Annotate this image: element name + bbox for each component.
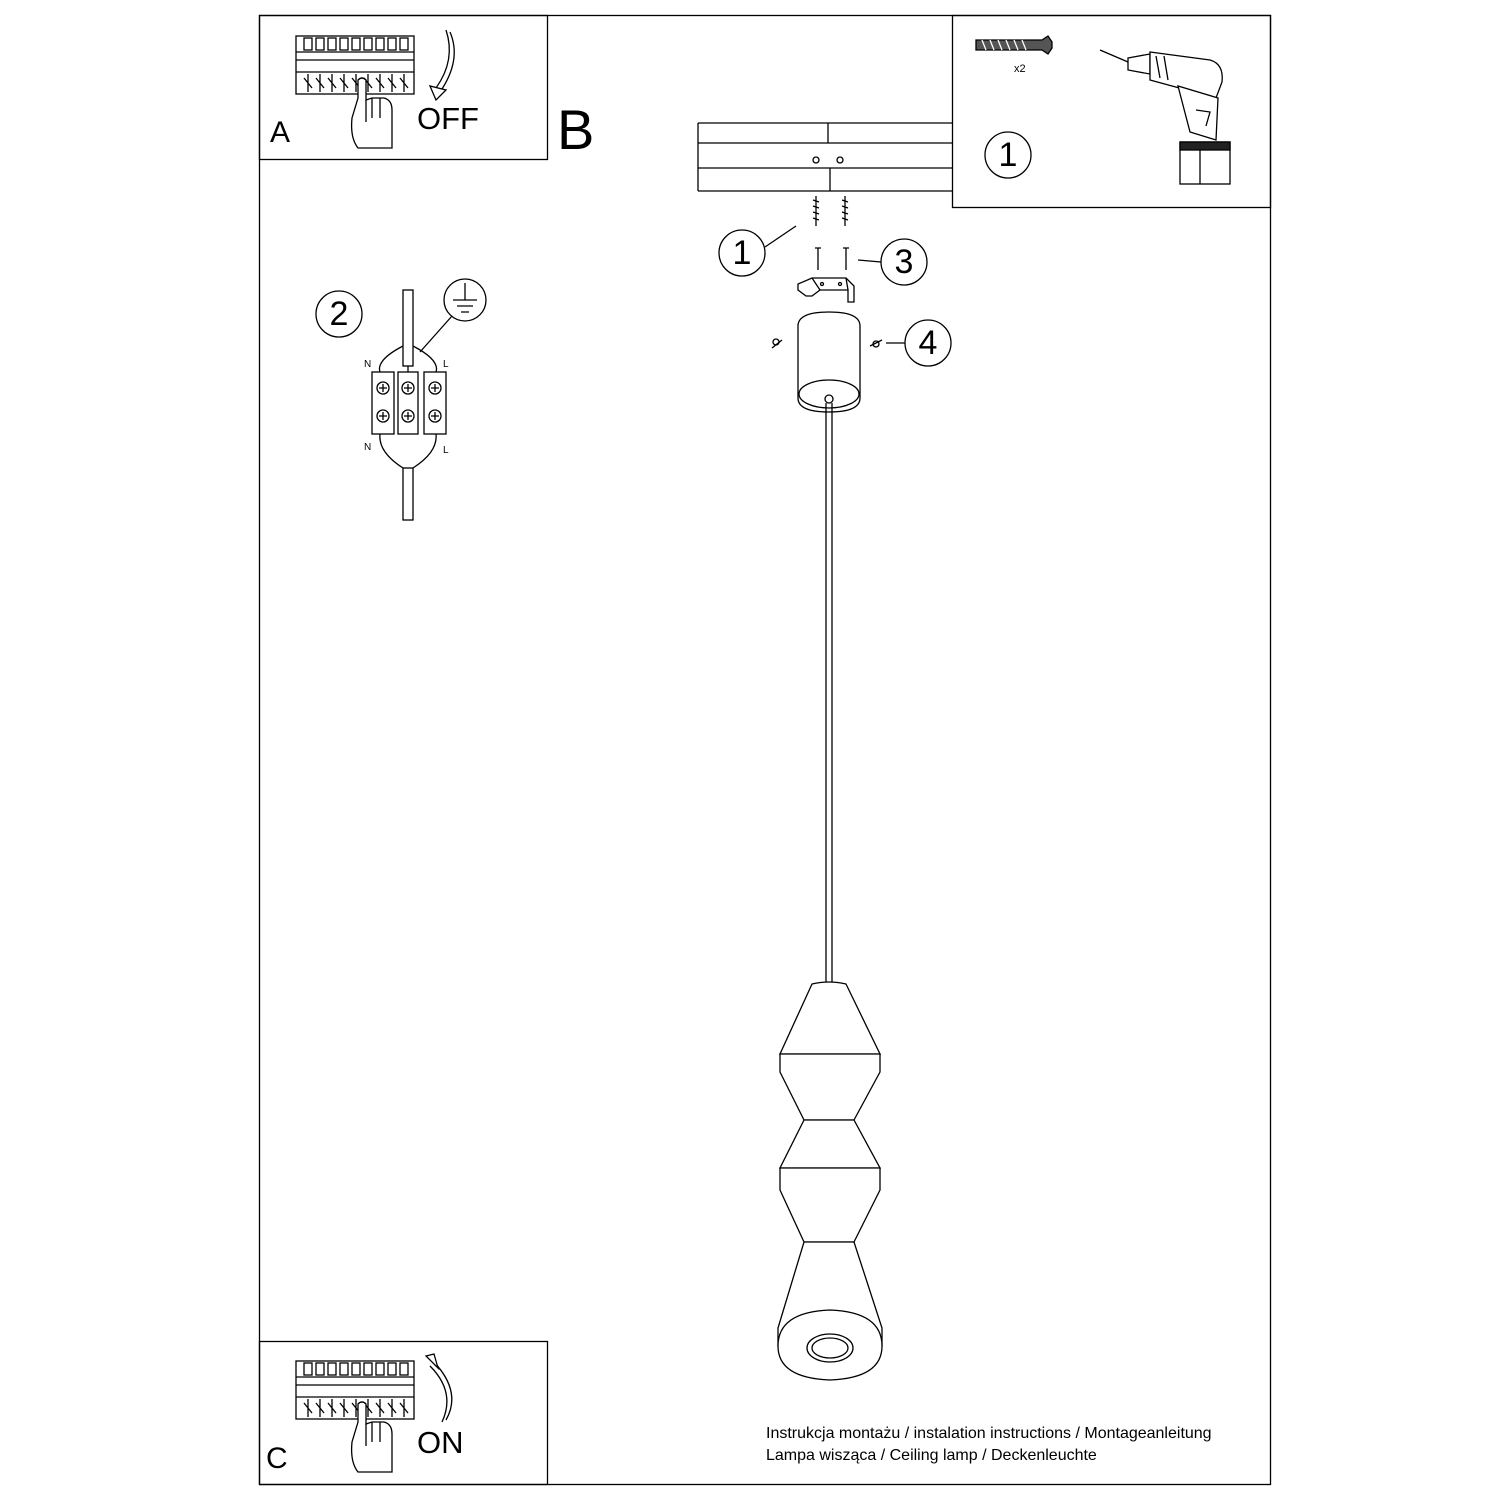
step-c-label: C <box>266 1442 288 1475</box>
wire-label-neutral-top: N <box>364 359 372 370</box>
ceiling-canopy <box>797 311 861 413</box>
step-b-label: B <box>557 98 595 161</box>
breaker-off-icon <box>295 35 415 149</box>
anchor-quantity: x2 <box>1014 63 1026 75</box>
panel-a-box <box>258 14 549 161</box>
callout-circle-anchors <box>718 229 766 277</box>
drill-icon <box>1099 49 1231 185</box>
pendant-lamp-body <box>777 981 883 1381</box>
panel-tools-box <box>951 14 1272 209</box>
mounting-bracket-icon <box>797 277 855 303</box>
step-a-action: OFF <box>417 101 479 136</box>
footer-line-1: Instrukcja montażu / instalation instruc… <box>766 1425 1212 1442</box>
breaker-on-icon <box>295 1360 415 1473</box>
suspension-cable <box>825 403 833 984</box>
turn-on-arrow-icon <box>424 1353 453 1423</box>
callout-circle-drill <box>984 131 1032 179</box>
turn-off-arrow-icon <box>428 29 455 102</box>
wall-anchors-icon <box>812 196 849 226</box>
ceiling-slab <box>697 122 952 192</box>
wire-label-neutral-bottom: N <box>364 442 372 453</box>
footer-caption: Instrukcja montażu / instalation instruc… <box>766 1423 1212 1467</box>
panel-c-box <box>258 1340 549 1486</box>
step-c-action: ON <box>417 1425 464 1460</box>
terminal-block-diagram <box>371 278 487 521</box>
screws-icon <box>815 247 849 270</box>
outer-frame <box>258 14 1272 1486</box>
callout-screws-number: 3 <box>894 243 914 281</box>
wire-label-live-bottom: L <box>443 445 449 456</box>
callout-side-screws-number: 4 <box>918 324 938 362</box>
callout-anchors-number: 1 <box>732 234 752 272</box>
callout-drill-number: 1 <box>998 136 1018 174</box>
step-a-label: A <box>270 116 291 149</box>
wall-plug-icon <box>975 35 1053 55</box>
footer-line-2: Lampa wisząca / Ceiling lamp / Deckenleu… <box>766 1447 1097 1464</box>
side-screw-icon <box>771 338 883 349</box>
callout-circle-wiring <box>315 290 363 338</box>
callout-wiring-number: 2 <box>329 295 349 333</box>
wire-label-live-top: L <box>443 359 449 370</box>
